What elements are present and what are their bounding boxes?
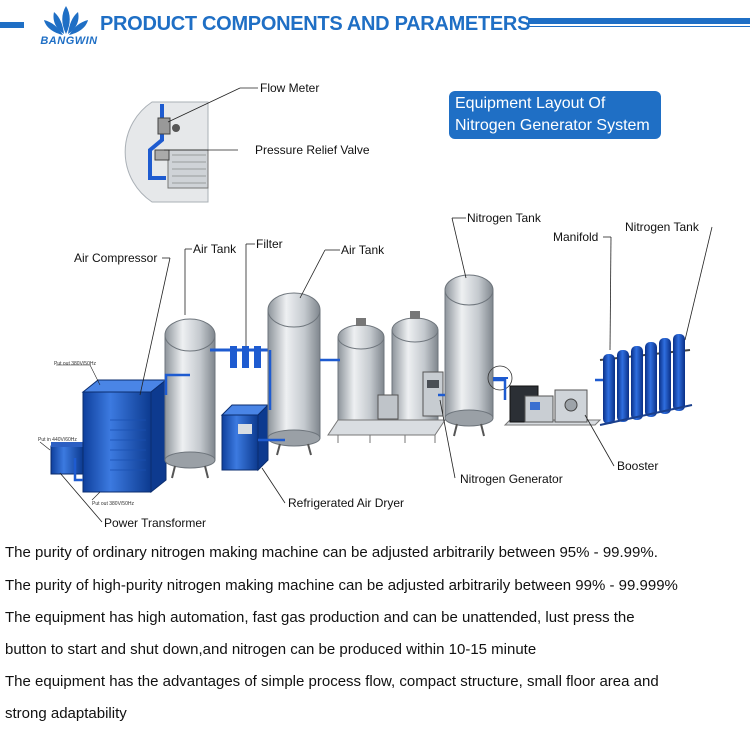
header-rule-right xyxy=(528,18,750,24)
nitrogen-generator xyxy=(327,311,446,443)
filter-assembly xyxy=(210,346,270,368)
label-flow-meter: Flow Meter xyxy=(260,81,319,95)
air-compressor xyxy=(81,378,168,494)
header-rule-left xyxy=(0,22,24,28)
note-put-out-top: Put out 380V/50Hz xyxy=(54,361,96,367)
description-line-1: The purity of ordinary nitrogen making m… xyxy=(5,544,658,561)
layout-title-line-2: Nitrogen Generator System xyxy=(455,117,650,134)
flow-meter-leader xyxy=(167,87,241,123)
lotus-logo-icon xyxy=(44,6,88,35)
air-tank-2 xyxy=(267,292,321,456)
description-line-3: The equipment has high automation, fast … xyxy=(5,609,635,626)
valve-detail-inset xyxy=(124,101,209,203)
brand-name: BANGWIN xyxy=(40,35,98,47)
layout-title-box: Equipment Layout Of Nitrogen Generator S… xyxy=(449,91,661,139)
label-manifold: Manifold xyxy=(553,230,598,244)
header-rule-right-thin xyxy=(528,26,750,27)
power-transformer xyxy=(50,442,84,475)
refrigerated-air-dryer xyxy=(220,403,270,472)
description-line-6: strong adaptability xyxy=(5,705,127,722)
label-refrigerated-air-dryer: Refrigerated Air Dryer xyxy=(288,496,404,510)
label-booster: Booster xyxy=(617,459,658,473)
nitrogen-cylinder-bank xyxy=(599,334,693,426)
label-air-tank-1: Air Tank xyxy=(193,242,237,256)
header: BANGWIN PRODUCT COMPONENTS AND PARAMETER… xyxy=(0,0,750,60)
label-pressure-relief-valve: Pressure Relief Valve xyxy=(255,143,370,157)
page-title: PRODUCT COMPONENTS AND PARAMETERS xyxy=(100,13,531,35)
valve-detail-marker xyxy=(487,365,513,391)
label-nitrogen-tank-2: Nitrogen Tank xyxy=(625,220,700,234)
label-air-compressor: Air Compressor xyxy=(74,251,157,265)
note-put-in: Put in 440V/60Hz xyxy=(38,437,77,443)
description-line-4: button to start and shut down,and nitrog… xyxy=(5,641,537,658)
booster xyxy=(503,385,602,426)
label-air-tank-2: Air Tank xyxy=(341,243,385,257)
label-power-transformer: Power Transformer xyxy=(104,516,206,530)
note-put-out-bottom: Put out 380V/50Hz xyxy=(92,501,134,507)
leader-lines xyxy=(59,217,713,523)
equipment-layout-diagram: Flow Meter Pressure Relief Valve Put out… xyxy=(38,81,713,530)
description-line-5: The equipment has the advantages of simp… xyxy=(5,673,659,690)
label-filter: Filter xyxy=(256,237,283,251)
layout-title-line-1: Equipment Layout Of xyxy=(455,95,606,112)
nitrogen-tank-1 xyxy=(444,274,494,437)
label-nitrogen-tank-1: Nitrogen Tank xyxy=(467,211,542,225)
description-line-2: The purity of high-purity nitrogen makin… xyxy=(5,577,678,594)
piping xyxy=(73,350,603,482)
air-tank-1 xyxy=(164,318,216,479)
label-nitrogen-generator: Nitrogen Generator xyxy=(460,472,563,486)
